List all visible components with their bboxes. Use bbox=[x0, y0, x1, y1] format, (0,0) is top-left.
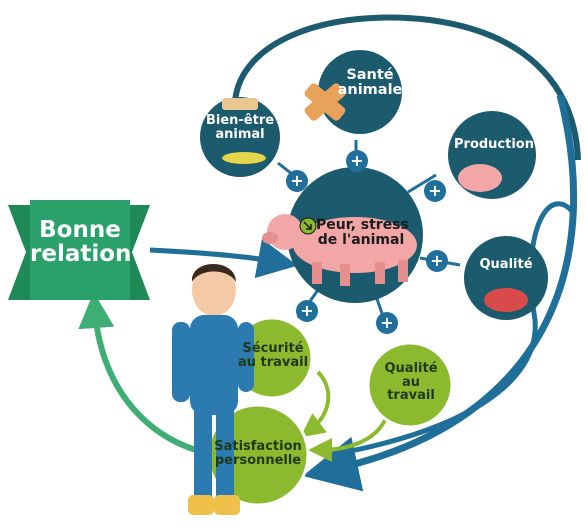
farmer-illustration bbox=[172, 264, 254, 515]
feedback-arrow-top bbox=[232, 14, 581, 161]
bonne-relation-banner bbox=[8, 200, 150, 300]
banner-to-center-arrow bbox=[149, 238, 298, 279]
decrease-arrow-icon bbox=[299, 217, 317, 235]
pig-head-icon bbox=[458, 164, 502, 192]
qualite-travail-to-satisfaction-arrow bbox=[308, 419, 387, 462]
feedback-arrow-inner bbox=[329, 201, 578, 458]
pig-illustration bbox=[262, 214, 417, 286]
return-arrow-green bbox=[78, 292, 216, 458]
securite-to-satisfaction-arrow bbox=[300, 370, 331, 438]
qualite-travail-circle bbox=[366, 341, 454, 429]
feedback-arrow-outer bbox=[302, 94, 578, 492]
straw-icon bbox=[222, 98, 266, 164]
ham-icon bbox=[484, 288, 528, 312]
